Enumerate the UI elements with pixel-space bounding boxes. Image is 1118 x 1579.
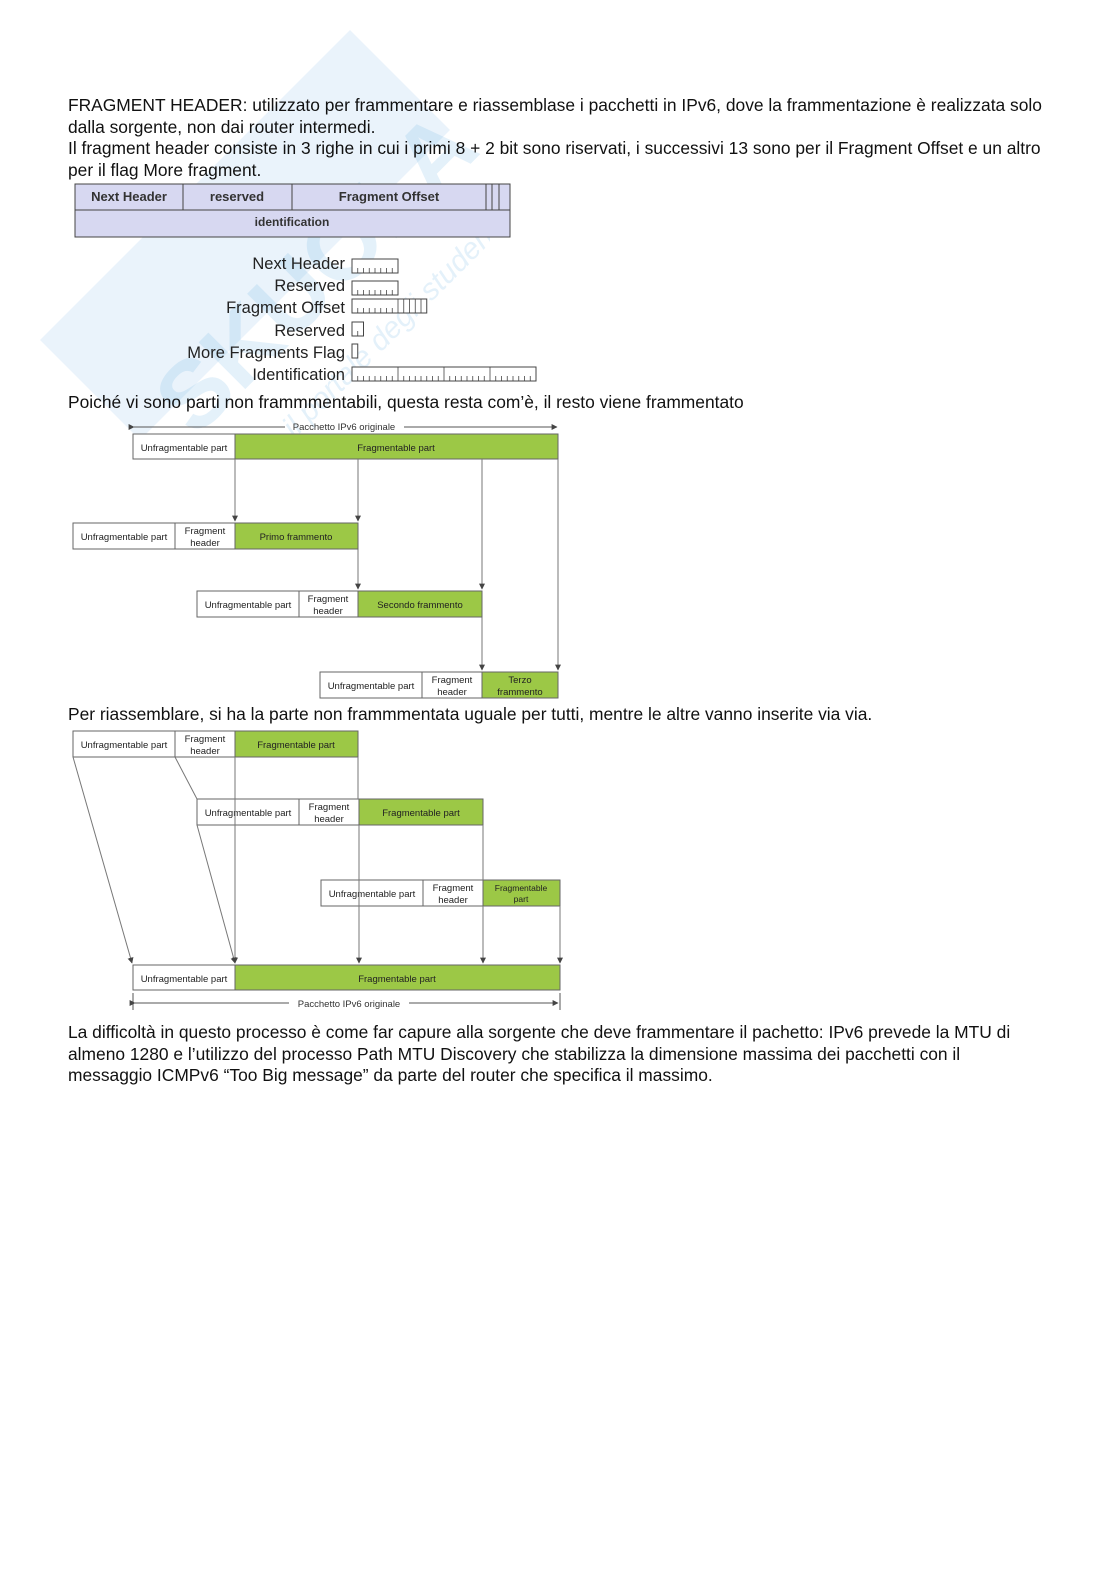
- fragment-header-label: Fragment: [185, 734, 226, 745]
- unfragmentable-part: Unfragmentable part: [205, 600, 292, 611]
- fragment-header-label: header: [437, 687, 467, 698]
- third-fragment: frammento: [497, 687, 542, 698]
- unfragmentable-part: Unfragmentable part: [205, 808, 292, 819]
- paragraph-line: Il fragment header consiste in 3 righe i…: [68, 138, 1041, 180]
- fragmentable-part-small: part: [514, 894, 529, 904]
- third-fragment: Terzo: [508, 675, 531, 686]
- original-packet-label: Pacchetto IPv6 originale: [298, 999, 400, 1010]
- unfragmentable-part: Unfragmentable part: [141, 974, 228, 985]
- fragmentable-part: Fragmentable part: [382, 808, 460, 819]
- unfragmentable-part: Unfragmentable part: [141, 443, 228, 454]
- bit-field-box: [351, 298, 428, 314]
- fragment-header-label: header: [190, 746, 220, 757]
- bit-field-box: [351, 343, 359, 359]
- bit-field-label: Next Header: [252, 255, 345, 273]
- unfragmentable-part: Unfragmentable part: [81, 740, 168, 751]
- table-cell-identification: identification: [255, 215, 330, 229]
- fragment-header-label: Fragment: [185, 526, 226, 537]
- bit-field-label: Identification: [252, 366, 345, 384]
- unfragmentable-part: Unfragmentable part: [81, 532, 168, 543]
- second-fragment: Secondo frammento: [377, 600, 463, 611]
- paragraph-fragment-header: FRAGMENT HEADER: utilizzato per framment…: [68, 95, 1048, 181]
- fragmentable-part: Fragmentable part: [357, 443, 435, 454]
- original-packet-label: Pacchetto IPv6 originale: [293, 422, 395, 433]
- table-cell-reserved: reserved: [210, 189, 264, 204]
- table-cell-next-header: Next Header: [91, 189, 167, 204]
- paragraph-fragmentation: Poiché vi sono parti non frammmentabili,…: [68, 392, 744, 412]
- paragraph-line: FRAGMENT HEADER: utilizzato per framment…: [68, 95, 1042, 137]
- fragment-header-label: header: [438, 895, 468, 906]
- fragment-header-label: Fragment: [432, 675, 473, 686]
- fragment-header-label: header: [313, 606, 343, 617]
- fragment-header-label: Fragment: [308, 594, 349, 605]
- bit-field-label: Reserved: [274, 322, 345, 340]
- fragment-header-label: Fragment: [433, 883, 474, 894]
- first-fragment: Primo frammento: [260, 532, 333, 543]
- unfragmentable-part: Unfragmentable part: [328, 681, 415, 692]
- unfragmentable-part: Unfragmentable part: [329, 889, 416, 900]
- bit-field-label: Fragment Offset: [226, 299, 345, 317]
- fragmentable-part: Fragmentable part: [358, 974, 436, 985]
- fragmentable-part: Fragmentable part: [257, 740, 335, 751]
- bit-field-label: More Fragments Flag: [187, 344, 345, 362]
- fragment-header-label: Fragment: [309, 802, 350, 813]
- paragraph-mtu-discovery: La difficoltà in questo processo è come …: [68, 1022, 1011, 1085]
- paragraph-reassembly: Per riassemblare, si ha la parte non fra…: [68, 704, 873, 724]
- table-cell-fragment-offset: Fragment Offset: [339, 189, 440, 204]
- fragment-header-label: header: [190, 538, 220, 549]
- bit-field-label: Reserved: [274, 277, 345, 295]
- fragmentable-part-small: Fragmentable: [495, 883, 548, 893]
- fragment-header-label: header: [314, 814, 344, 825]
